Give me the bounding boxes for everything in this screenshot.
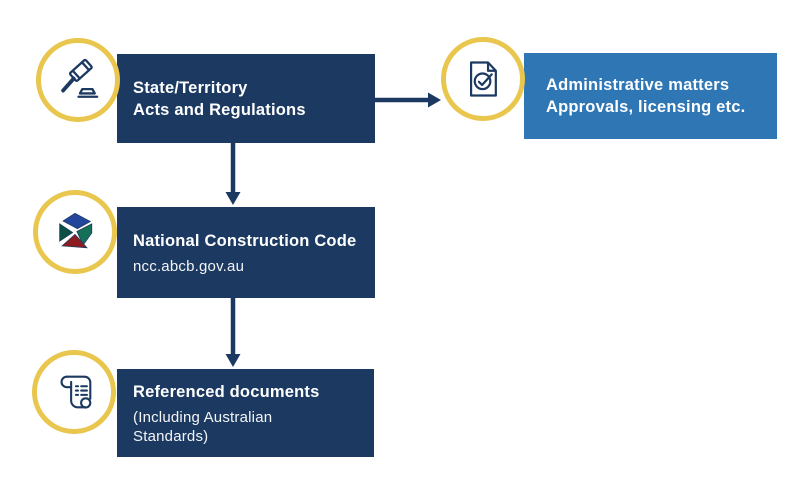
arrow-right: [375, 92, 441, 108]
arrow-down-1: [225, 143, 241, 205]
node-national-construction-code: National Construction Code ncc.abcb.gov.…: [117, 207, 375, 298]
document-check-icon: [441, 37, 525, 121]
node-administrative-matters: Administrative matters Approvals, licens…: [524, 53, 777, 139]
arrow-down-2: [225, 298, 241, 367]
node-referenced-documents: Referenced documents (Including Australi…: [117, 369, 374, 457]
ncc-logo-icon: [33, 190, 117, 274]
node-ref-title: Referenced documents: [133, 382, 320, 401]
scroll-icon: [32, 350, 116, 434]
node-admin-line-1: Administrative matters: [546, 76, 730, 94]
node-ncc-title: National Construction Code: [133, 231, 357, 250]
node-ref-subtitle: (Including Australian Standards): [133, 408, 273, 445]
node-state-line-2: Acts and Regulations: [133, 100, 306, 119]
node-ncc-url: ncc.abcb.gov.au: [133, 257, 245, 275]
node-state-territory: State/Territory Acts and Regulations: [117, 54, 375, 143]
node-admin-line-2: Approvals, licensing etc.: [546, 98, 746, 116]
node-state-line-1: State/Territory: [133, 78, 248, 97]
gavel-icon: [36, 38, 120, 122]
